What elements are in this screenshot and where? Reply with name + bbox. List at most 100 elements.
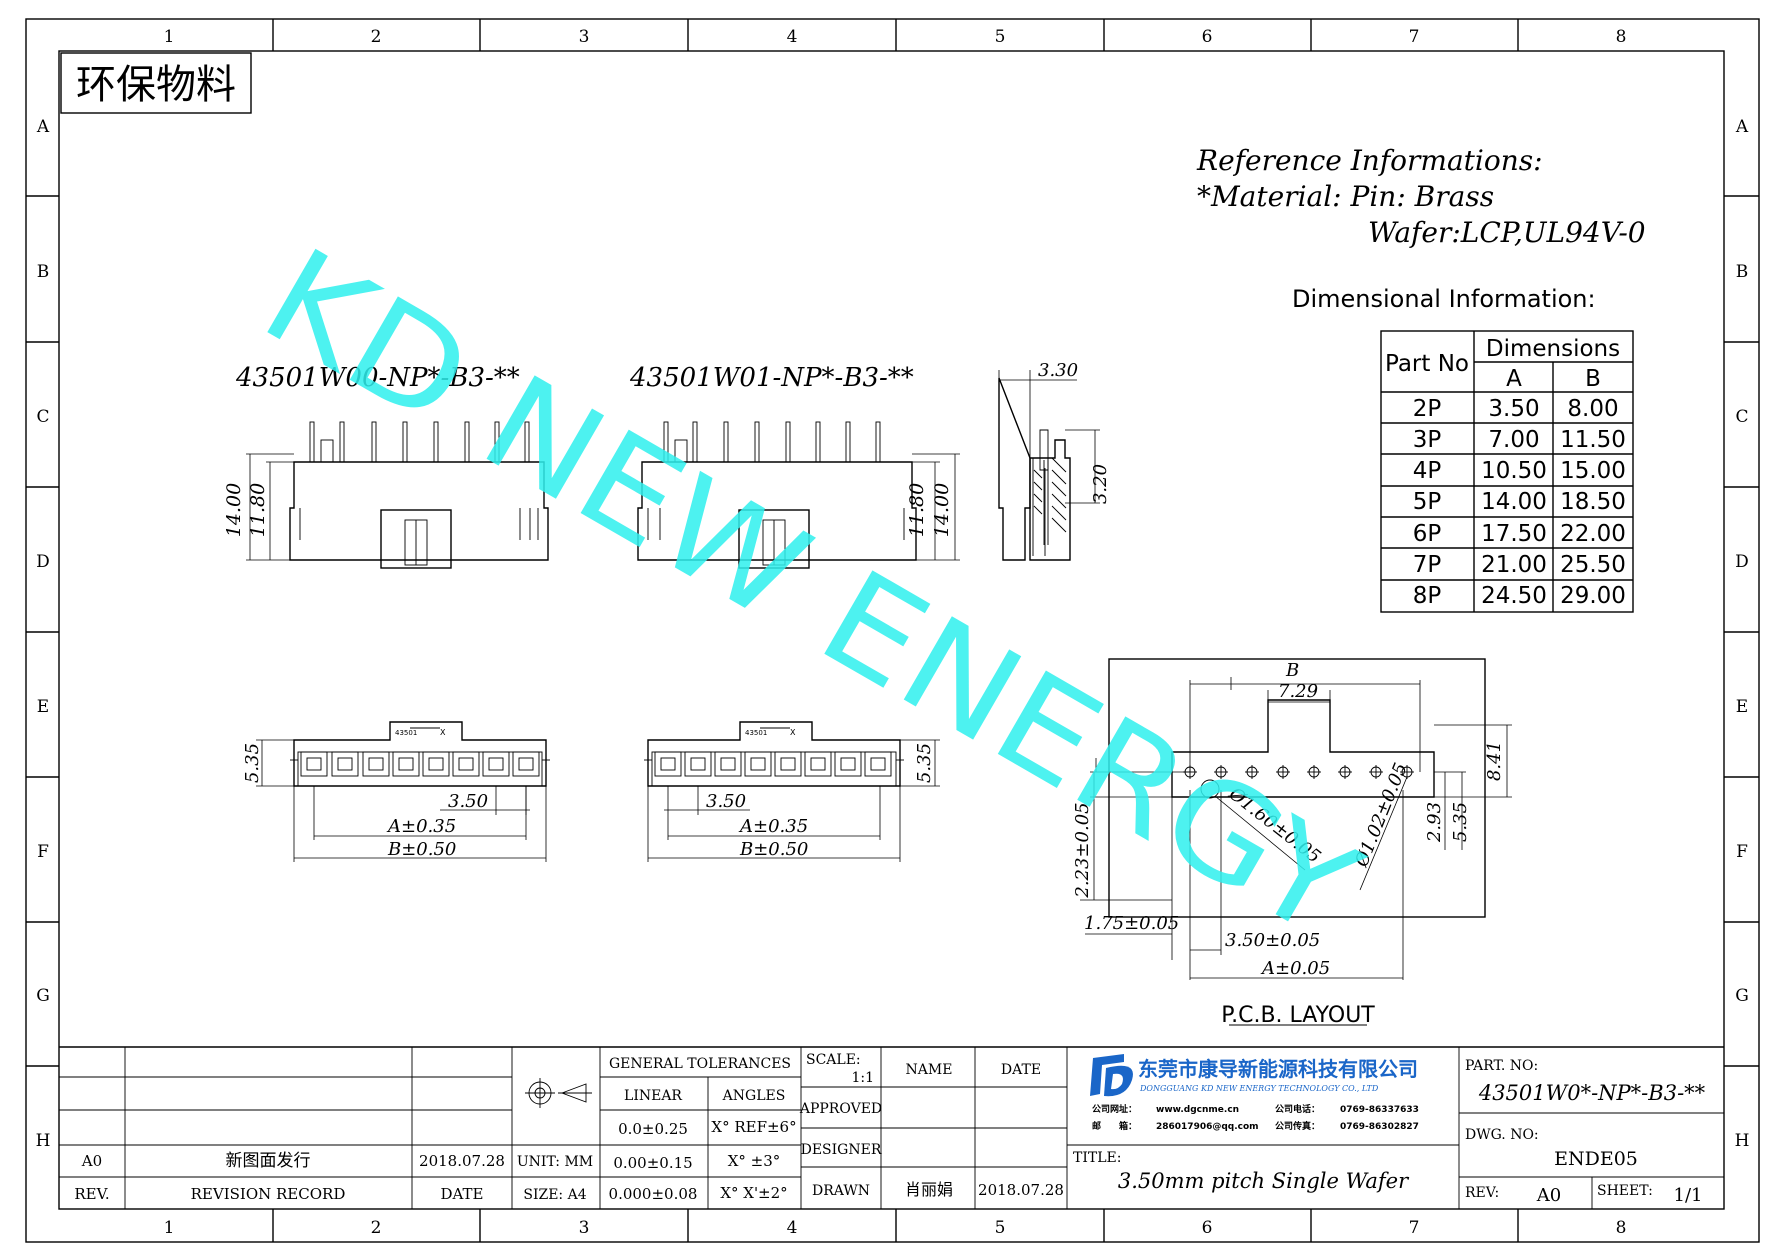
- part-no-label: PART. NO:: [1465, 1058, 1538, 1074]
- table-cell-a: 17.50: [1481, 521, 1547, 547]
- table-cell-a: 3.50: [1488, 396, 1539, 422]
- pcb-dim-8-41: 8.41: [1484, 741, 1505, 781]
- left-bottom-dim-a: A±0.35: [386, 816, 456, 837]
- row-label-left-e: E: [37, 697, 49, 717]
- name-column-label: NAME: [906, 1062, 953, 1078]
- pcb-dim-a: A±0.05: [1260, 958, 1330, 979]
- col-label-bottom-7: 7: [1409, 1218, 1420, 1238]
- rev-date: 2018.07.28: [419, 1152, 505, 1170]
- rev-code: A0: [81, 1152, 102, 1170]
- table-cell-part: 4P: [1413, 458, 1442, 484]
- table-cell-b: 11.50: [1560, 427, 1626, 453]
- title-block: [59, 1046, 1724, 1209]
- row-label-right-d: D: [1735, 552, 1749, 572]
- reference-material: *Material: Pin: Brass: [1197, 180, 1494, 213]
- table-cell-b: 25.50: [1560, 552, 1626, 578]
- right-view-part-no: 43501W01-NP*-B3-**: [629, 363, 914, 393]
- col-label-bottom-5: 5: [995, 1218, 1006, 1238]
- rev-label: REV.: [74, 1185, 109, 1203]
- col-label-bottom-8: 8: [1616, 1218, 1627, 1238]
- dimensional-info-title: Dimensional Information:: [1292, 285, 1596, 313]
- dimension-table: Part No Dimensions A B 2P 3.50 8.00 3P 7…: [1380, 330, 1634, 613]
- col-label-top-6: 6: [1202, 27, 1213, 47]
- col-label-top-1: 1: [164, 27, 175, 47]
- date-column-label: DATE: [1001, 1062, 1041, 1078]
- table-cell-b: 22.00: [1560, 521, 1626, 547]
- eco-badge-text: 环保物料: [76, 62, 236, 108]
- tol-angle-3: X° X'±2°: [720, 1184, 787, 1202]
- left-bottom-mark: 43501: [395, 729, 417, 737]
- row-label-left-d: D: [36, 552, 50, 572]
- side-view: [998, 370, 1100, 561]
- right-dim-14: 14.00: [931, 483, 953, 537]
- company-name-cn: 东莞市康导新能源科技有限公司: [1138, 1057, 1418, 1081]
- general-tolerances-label: GENERAL TOLERANCES: [609, 1056, 791, 1072]
- col-label-bottom-4: 4: [787, 1218, 798, 1238]
- fax-label: 公司传真：: [1275, 1120, 1320, 1132]
- tol-linear-2: 0.00±0.15: [613, 1154, 692, 1172]
- web-value: www.dgcnme.cn: [1156, 1105, 1239, 1115]
- table-cell-a: 10.50: [1481, 458, 1547, 484]
- table-cell-b: 15.00: [1560, 458, 1626, 484]
- row-label-left-a: A: [36, 117, 50, 137]
- col-label-bottom-2: 2: [371, 1218, 382, 1238]
- side-dim-3-30: 3.30: [1038, 360, 1078, 381]
- table-cell-a: 24.50: [1481, 583, 1547, 609]
- sheet-label: SHEET:: [1597, 1183, 1653, 1199]
- left-bottom-dim-b: B±0.50: [387, 839, 456, 860]
- pcb-layout-title: P.C.B. LAYOUT: [1221, 1003, 1375, 1028]
- company-name-en: DONGGUANG KD NEW ENERGY TECHNOLOGY CO., …: [1139, 1084, 1379, 1093]
- right-bottom-dim-5-35: 5.35: [914, 743, 935, 783]
- table-header-a: A: [1506, 366, 1522, 392]
- left-dim-11-80: 11.80: [247, 483, 269, 537]
- eco-material-badge: 环保物料: [60, 52, 252, 114]
- sheet-value: 1/1: [1674, 1185, 1703, 1206]
- table-cell-part: 3P: [1413, 427, 1442, 453]
- col-label-bottom-3: 3: [579, 1218, 590, 1238]
- tel-label: 公司电话：: [1275, 1103, 1320, 1115]
- pcb-dim-7-29: 7.29: [1278, 681, 1318, 702]
- col-label-top-8: 8: [1616, 27, 1627, 47]
- drawing-title: 3.50mm pitch Single Wafer: [1118, 1169, 1410, 1193]
- company-logo-icon: [1090, 1054, 1133, 1097]
- left-bottom-dim-5-35: 5.35: [242, 743, 263, 783]
- pcb-dim-3-50: 3.50±0.05: [1225, 930, 1320, 951]
- title-label: TITLE:: [1073, 1150, 1121, 1166]
- table-cell-b: 18.50: [1560, 489, 1626, 515]
- col-label-bottom-6: 6: [1202, 1218, 1213, 1238]
- table-header-part-no: Part No: [1385, 351, 1469, 377]
- mail-label: 邮 箱：: [1092, 1120, 1137, 1132]
- col-label-top-5: 5: [995, 27, 1006, 47]
- tol-angle-1: X° REF±6°: [711, 1118, 796, 1136]
- row-label-left-h: H: [36, 1131, 51, 1151]
- row-label-left-c: C: [36, 407, 49, 427]
- pcb-dim-1-75: 1.75±0.05: [1084, 913, 1179, 934]
- table-cell-part: 2P: [1413, 396, 1442, 422]
- pcb-dim-5-35: 5.35: [1450, 802, 1471, 842]
- table-cell-part: 8P: [1413, 583, 1442, 609]
- fax-value: 0769-86302827: [1340, 1122, 1419, 1132]
- tel-value: 0769-86337633: [1340, 1105, 1419, 1115]
- mail-value: 286017906@qq.com: [1156, 1122, 1259, 1132]
- right-bottom-view: [644, 721, 940, 862]
- part-no-value: 43501W0*-NP*-B3-**: [1478, 1081, 1706, 1105]
- left-bottom-view: [256, 721, 550, 862]
- drawn-by-name: 肖丽娟: [905, 1180, 953, 1199]
- rev-field-label: REV:: [1465, 1185, 1499, 1201]
- col-label-top-4: 4: [787, 27, 798, 47]
- right-dim-11-80: 11.80: [906, 483, 928, 537]
- table-cell-a: 7.00: [1488, 427, 1539, 453]
- dwg-no-label: DWG. NO:: [1465, 1127, 1539, 1143]
- size-label: SIZE: A4: [523, 1187, 586, 1203]
- scale-label: SCALE:: [806, 1052, 861, 1068]
- left-front-view: [246, 421, 549, 569]
- row-label-right-e: E: [1736, 697, 1748, 717]
- col-label-top-3: 3: [579, 27, 590, 47]
- scale-value: 1:1: [851, 1070, 874, 1086]
- tol-linear-1: 0.0±0.25: [618, 1120, 688, 1138]
- side-dim-3-20: 3.20: [1090, 464, 1111, 504]
- row-label-left-f: F: [37, 842, 49, 862]
- drawn-date: 2018.07.28: [978, 1181, 1064, 1199]
- table-cell-part: 6P: [1413, 521, 1442, 547]
- tol-linear-3: 0.000±0.08: [609, 1185, 698, 1203]
